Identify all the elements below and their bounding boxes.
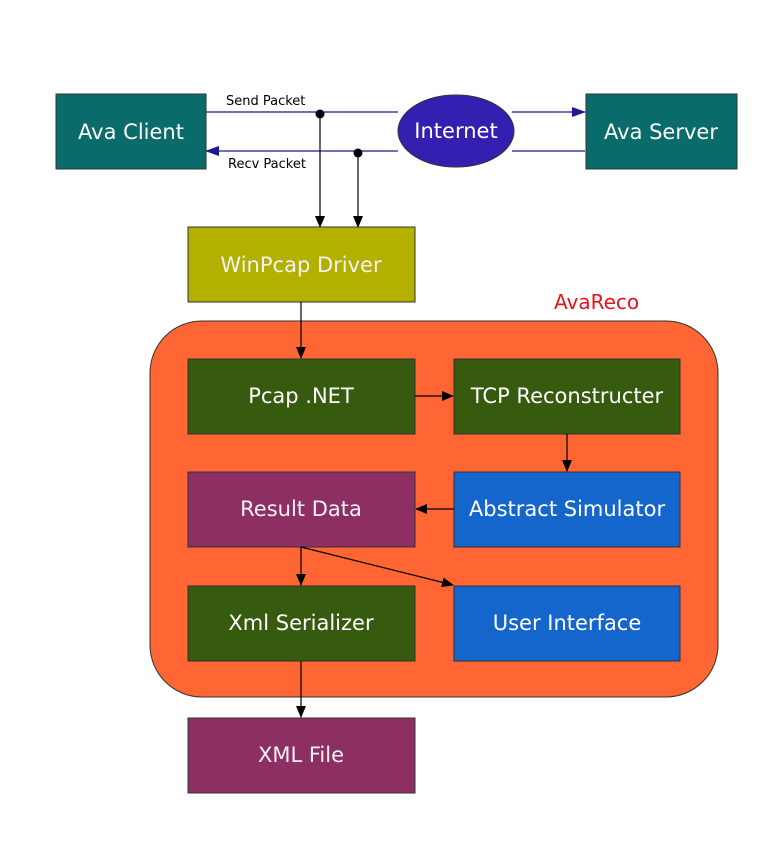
xml-file-label: XML File (258, 743, 344, 767)
send-packet-label: Send Packet (226, 94, 305, 109)
result-data-node (187, 471, 416, 548)
pcap-net-node (187, 358, 416, 435)
winpcap-driver-node (187, 226, 416, 303)
recv-packet-label: Recv Packet (228, 157, 306, 172)
user-interface-node (453, 585, 681, 662)
winpcap-driver-label: WinPcap Driver (220, 253, 382, 277)
xml-serializer-node (187, 585, 416, 662)
abstract-simulator-label: Abstract Simulator (469, 497, 666, 521)
user-interface-label: User Interface (493, 611, 642, 635)
internet-node (397, 94, 515, 168)
abstract-simulator-node (453, 471, 681, 548)
ava-server-node (585, 93, 738, 170)
xml-serializer-label: Xml Serializer (228, 611, 374, 635)
tcp-reconstructer-label: TCP Reconstructer (470, 384, 664, 408)
ava-server-label: Ava Server (604, 120, 718, 144)
avareco-group-label: AvaReco (554, 290, 639, 314)
result-data-label: Result Data (240, 497, 362, 521)
ava-client-label: Ava Client (78, 120, 184, 144)
pcap-net-label: Pcap .NET (248, 384, 354, 408)
result-to-ui-arrow (300, 546, 454, 588)
xml-file-node (187, 717, 416, 794)
internet-label: Internet (414, 119, 497, 143)
ava-client-node (55, 93, 207, 170)
